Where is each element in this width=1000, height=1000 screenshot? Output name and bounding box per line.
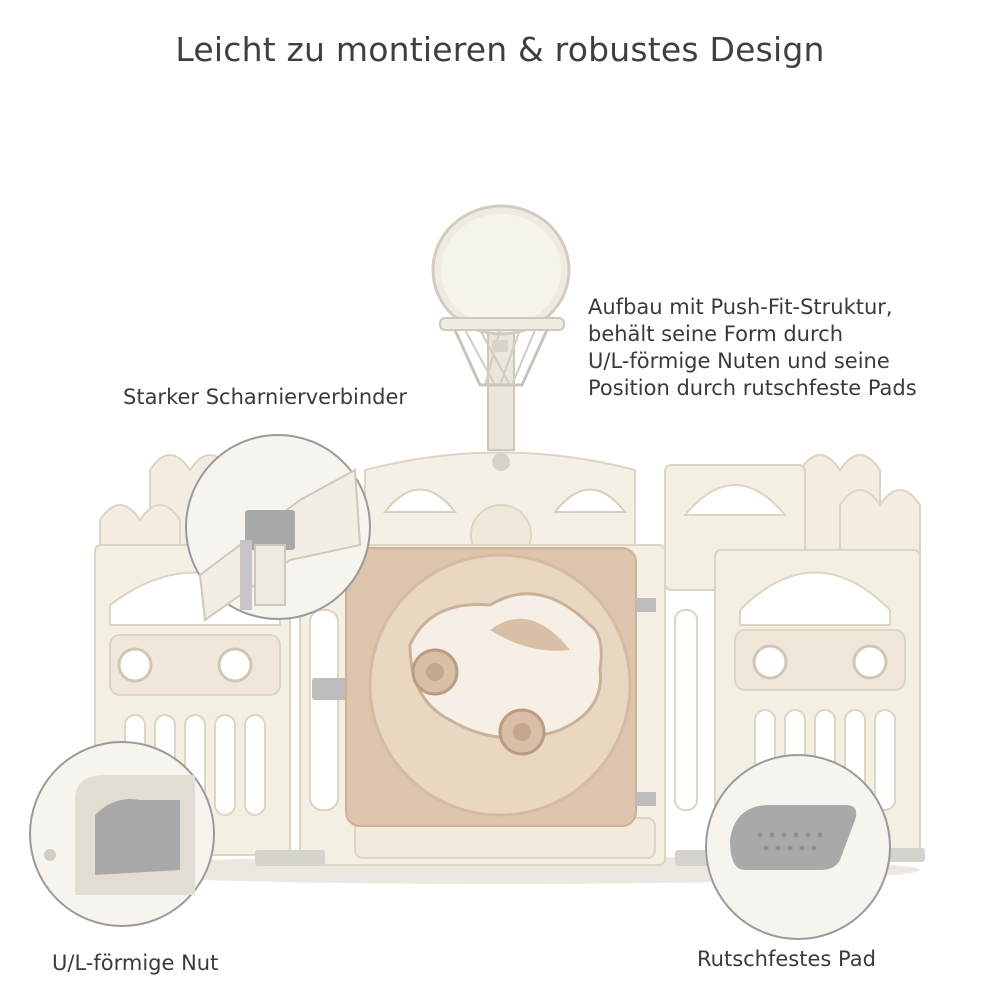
push-fit-line-3: U/L-förmige Nuten und seine bbox=[588, 349, 890, 373]
page-title: Leicht zu montieren & robustes Design bbox=[175, 30, 825, 69]
label-ul-groove: U/L-förmige Nut bbox=[52, 951, 219, 975]
basketball-hoop-icon bbox=[431, 204, 571, 451]
label-anti-slip-pad: Rutschfestes Pad bbox=[697, 947, 876, 971]
zoom-hinge-connector bbox=[185, 434, 371, 622]
zoom-groove bbox=[29, 741, 215, 927]
base-feet bbox=[255, 848, 925, 866]
label-push-fit-description: Aufbau mit Push-Fit-Struktur, behält sei… bbox=[588, 294, 917, 402]
push-fit-line-1: Aufbau mit Push-Fit-Struktur, bbox=[588, 295, 893, 319]
push-fit-line-4: Position durch rutschfeste Pads bbox=[588, 376, 917, 400]
car-icon bbox=[408, 592, 603, 756]
zoom-anti-slip-pad bbox=[705, 754, 891, 940]
label-hinge-connector: Starker Scharnierverbinder bbox=[123, 385, 408, 409]
push-fit-line-2: behält seine Form durch bbox=[588, 322, 844, 346]
